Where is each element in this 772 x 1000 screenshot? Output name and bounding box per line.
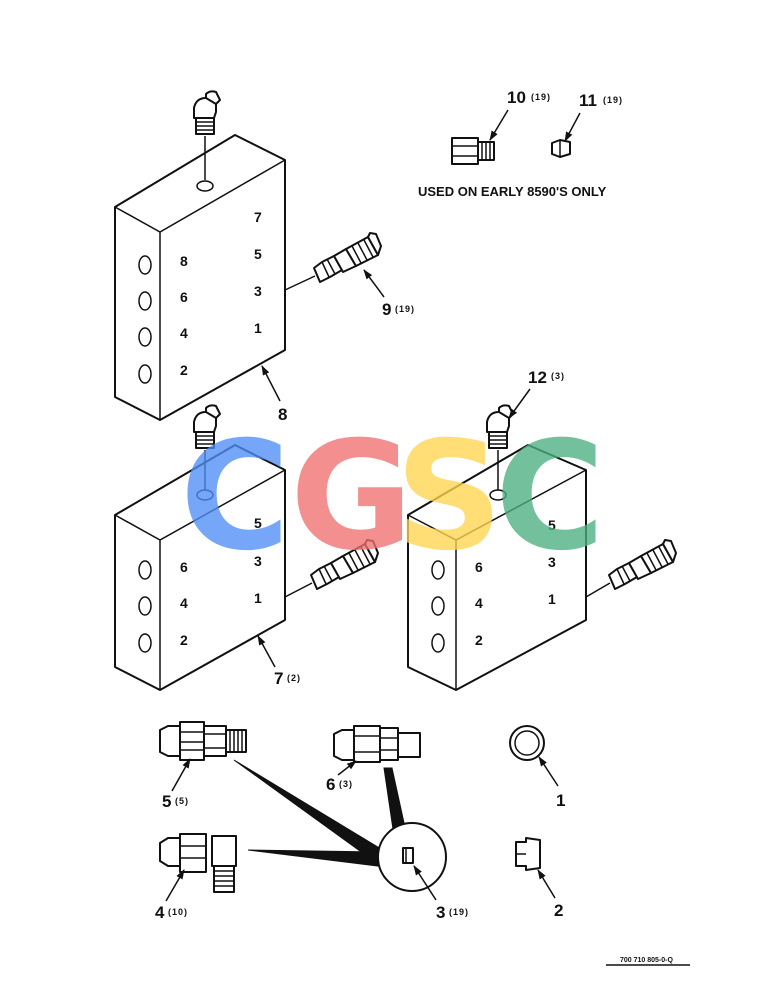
note-early-8590: USED ON EARLY 8590'S ONLY	[418, 184, 607, 199]
fitting-6-icon	[333, 725, 421, 763]
callout-number: 2	[554, 901, 563, 920]
callout-number: 8	[278, 405, 287, 424]
plug-11-icon	[551, 139, 571, 158]
callout-7: 7 (2)	[257, 635, 301, 688]
port-label: 6	[180, 559, 188, 575]
watermark-letter: C	[495, 410, 605, 584]
port-hole	[138, 633, 152, 653]
port-label: 1	[548, 591, 556, 607]
port-label: 2	[475, 632, 483, 648]
document-number: 700 710 805-0-Q	[620, 957, 673, 964]
callout-qty: (5)	[175, 796, 189, 806]
fitting-9-icon	[284, 232, 382, 291]
port-label: 6	[475, 559, 483, 575]
distribution-block-right: 6 4 2 5 3 1	[407, 444, 587, 691]
port-label: 1	[254, 590, 262, 606]
callout-8: 8	[261, 365, 287, 424]
callout-qty: (10)	[168, 907, 188, 917]
callout-number: 11	[579, 91, 597, 110]
callout-10: 10 (19)	[489, 88, 551, 141]
port-label: 4	[180, 595, 188, 611]
grease-fitting-icon	[193, 404, 221, 490]
port-hole	[431, 560, 445, 580]
distribution-block-7: 6 4 2 5 3 1	[114, 444, 286, 691]
plug-2-icon	[515, 837, 541, 871]
cgsc-watermark: C G S C	[180, 410, 605, 584]
fitting-5-icon	[159, 721, 247, 761]
port-hole	[138, 596, 152, 616]
port-label: 3	[254, 553, 262, 569]
callout-number: 12	[528, 368, 547, 387]
callout-11: 11 (19)	[564, 91, 623, 142]
connector-10-icon	[451, 137, 495, 165]
callout-qty: (19)	[395, 304, 415, 314]
callout-number: 9	[382, 300, 391, 319]
watermark-letter: C	[180, 410, 290, 584]
callout-qty: (3)	[551, 371, 565, 381]
callout-5: 5 (5)	[162, 758, 191, 811]
callout-2: 2	[537, 869, 563, 920]
callout-number: 7	[274, 669, 283, 688]
port-label: 4	[180, 325, 188, 341]
watermark-letter: S	[395, 410, 503, 584]
callout-9: 9 (19)	[363, 269, 415, 319]
port-label: 4	[475, 595, 483, 611]
port-label: 5	[254, 515, 262, 531]
port-hole	[138, 560, 152, 580]
callout-number: 5	[162, 792, 171, 811]
callout-3: 3 (19)	[413, 865, 469, 922]
port-label: 5	[548, 517, 556, 533]
port-label: 3	[548, 554, 556, 570]
callout-6: 6 (3)	[326, 760, 357, 794]
watermark-letter: G	[290, 410, 413, 584]
port-label: 5	[254, 246, 262, 262]
callout-12: 12 (3)	[508, 368, 565, 419]
callout-number: 4	[155, 903, 165, 922]
distribution-block-8: 8 6 4 2 7 5 3 1	[114, 134, 286, 421]
port-hole	[431, 596, 445, 616]
port-label: 1	[254, 320, 262, 336]
port-hole	[431, 633, 445, 653]
port-label: 2	[180, 362, 188, 378]
port-hole	[138, 364, 152, 384]
port-label: 8	[180, 253, 188, 269]
callout-qty: (3)	[339, 779, 353, 789]
fitting-icon	[585, 539, 677, 598]
callout-qty: (19)	[449, 907, 469, 917]
callout-number: 1	[556, 791, 565, 810]
port-label: 6	[180, 289, 188, 305]
callout-qty: (19)	[531, 92, 551, 102]
callout-number: 10	[507, 88, 526, 107]
callout-number: 3	[436, 903, 445, 922]
port-label: 3	[254, 283, 262, 299]
callout-4: 4 (10)	[155, 869, 188, 922]
port-label: 7	[254, 209, 262, 225]
elbow-fitting-4-icon	[159, 833, 237, 893]
port-hole	[138, 255, 152, 275]
callout-qty: (2)	[287, 673, 301, 683]
port-label: 2	[180, 632, 188, 648]
callout-number: 6	[326, 775, 335, 794]
magnified-detail-part-3	[233, 759, 447, 892]
grease-fitting-icon	[193, 90, 221, 180]
port-hole	[138, 291, 152, 311]
port-hole	[138, 327, 152, 347]
callout-1: 1	[538, 756, 565, 810]
fitting-icon	[284, 539, 379, 598]
washer-1-icon	[509, 725, 545, 761]
callout-qty: (19)	[603, 95, 623, 105]
